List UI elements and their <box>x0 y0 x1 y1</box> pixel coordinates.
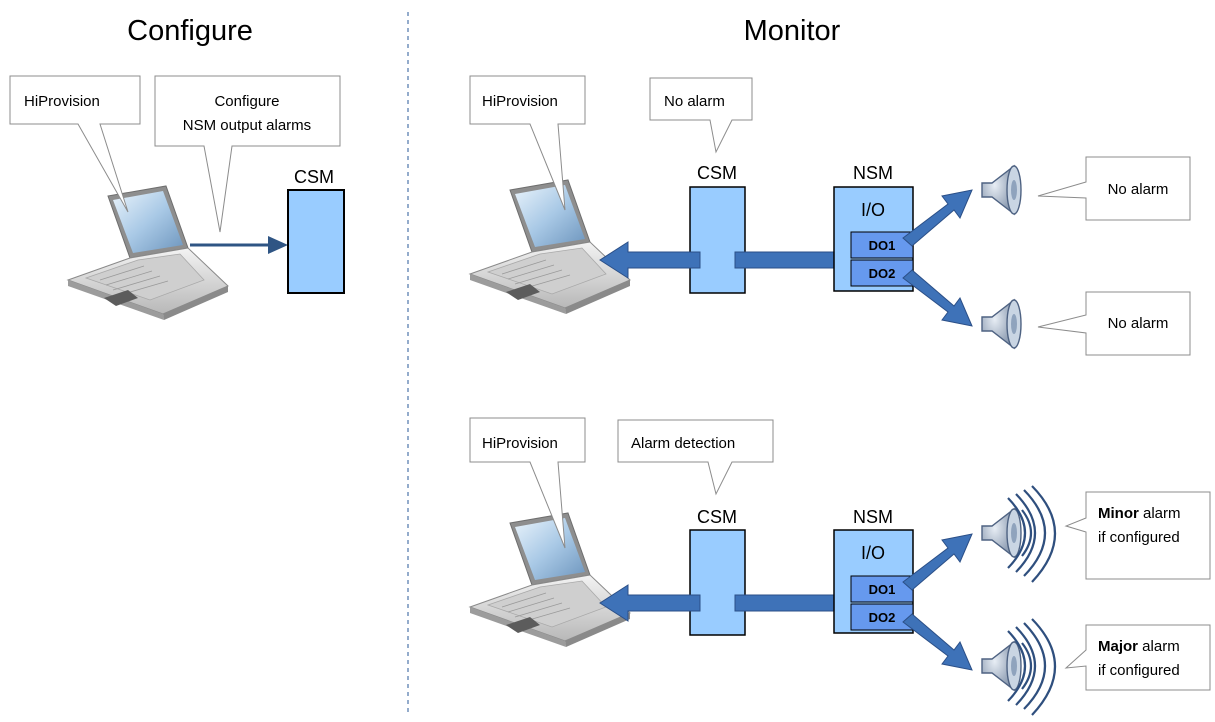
speaker-icon <box>981 641 1022 691</box>
arrow-to-laptop <box>599 241 701 279</box>
callout-hiprovision: HiProvision <box>9 75 141 213</box>
laptop-icon <box>469 179 631 315</box>
severity-label: Major <box>1098 638 1138 655</box>
do2-port <box>850 259 914 287</box>
monitor-title: Monitor <box>744 15 841 47</box>
csm-label: CSM <box>697 163 737 183</box>
io-label: I/O <box>861 543 885 563</box>
callout-line2: if configured <box>1098 529 1180 546</box>
callout-line1: Minor alarm <box>1098 505 1181 522</box>
speaker-icon <box>981 165 1022 215</box>
callout-text: HiProvision <box>482 435 558 452</box>
csm-module <box>689 186 746 294</box>
callout-text: HiProvision <box>482 93 558 110</box>
configure-title: Configure <box>127 15 253 47</box>
arrow-to-laptop <box>599 584 701 622</box>
speaker-icon <box>981 299 1022 349</box>
io-label: I/O <box>861 200 885 220</box>
callout-text: No alarm <box>1108 181 1169 198</box>
callout-configure-alarms: Configure NSM output alarms <box>154 75 341 233</box>
severity-label: Minor <box>1098 505 1139 522</box>
callout-text: No alarm <box>1108 315 1169 332</box>
csm-module <box>287 189 345 294</box>
nsm-label: NSM <box>853 163 893 183</box>
alarm-word: alarm <box>1139 505 1181 522</box>
do1-port <box>850 231 914 259</box>
callout-no-alarm-csm: No alarm <box>649 77 753 154</box>
callout-major-alarm: Major alarm if configured <box>1064 624 1211 691</box>
sound-waves-icon <box>1007 618 1056 716</box>
csm-label: CSM <box>697 507 737 527</box>
callout-alarm-detection: Alarm detection <box>617 419 774 496</box>
laptop-icon <box>67 185 229 321</box>
do1-label: DO1 <box>869 582 896 597</box>
alarm-word: alarm <box>1138 638 1180 655</box>
callout-text: No alarm <box>664 93 725 110</box>
branch-arrow-up <box>902 189 973 247</box>
callout-line2: NSM output alarms <box>183 117 311 134</box>
callout-line1: Major alarm <box>1098 638 1180 655</box>
configure-arrow <box>190 236 288 254</box>
branch-arrow-up <box>902 533 973 591</box>
callout-line1: Configure <box>214 93 279 110</box>
callout-line2: if configured <box>1098 662 1180 679</box>
speaker-icon <box>981 508 1022 558</box>
do2-port <box>850 603 914 631</box>
sound-waves-icon <box>1007 485 1056 583</box>
csm-module <box>689 529 746 636</box>
laptop-icon <box>469 512 631 648</box>
branch-arrow-down <box>902 613 973 671</box>
callout-text: HiProvision <box>24 93 100 110</box>
callout-minor-alarm: Minor alarm if configured <box>1064 491 1211 580</box>
callout-speaker1: No alarm <box>1037 156 1191 221</box>
do2-label: DO2 <box>869 266 896 281</box>
csm-label: CSM <box>294 167 334 187</box>
nsm-label: NSM <box>853 507 893 527</box>
callout-speaker2: No alarm <box>1037 291 1191 356</box>
do1-label: DO1 <box>869 238 896 253</box>
callout-hiprovision: HiProvision <box>469 75 586 211</box>
callout-hiprovision: HiProvision <box>469 417 586 549</box>
branch-arrow-down <box>902 269 973 327</box>
do2-label: DO2 <box>869 610 896 625</box>
callout-text: Alarm detection <box>631 435 735 452</box>
